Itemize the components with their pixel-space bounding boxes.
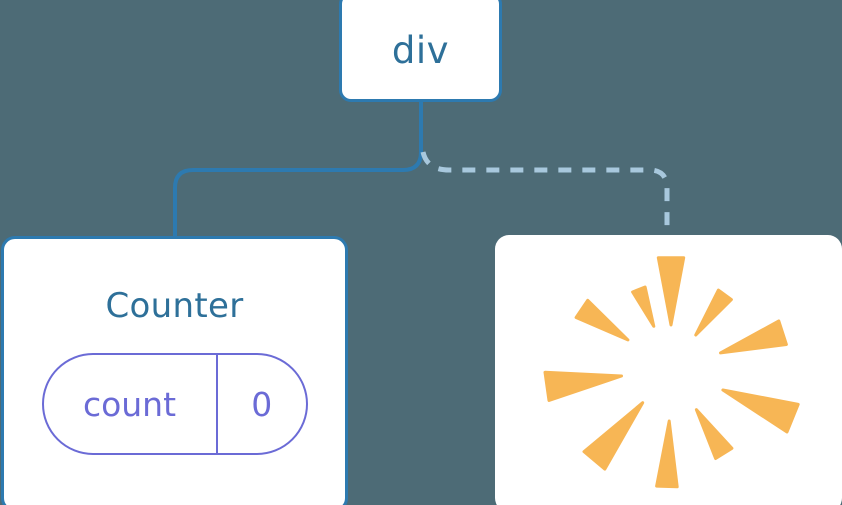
state-key: count bbox=[82, 384, 177, 424]
burst-ray-5 bbox=[694, 408, 734, 460]
node-burst[interactable] bbox=[495, 235, 842, 505]
burst-ray-2 bbox=[694, 288, 733, 337]
burst-ray-3 bbox=[719, 319, 788, 355]
edge-div-to-counter bbox=[173, 98, 423, 240]
burst-ray-1 bbox=[656, 256, 686, 327]
node-counter[interactable]: Counter count 0 bbox=[1, 236, 348, 505]
state-pill-count[interactable]: count 0 bbox=[41, 353, 308, 455]
burst-ray-10 bbox=[631, 285, 656, 328]
state-pill-divider bbox=[215, 355, 218, 453]
burst-ray-8 bbox=[543, 370, 623, 402]
node-div[interactable]: div bbox=[339, 0, 502, 102]
state-value: 0 bbox=[251, 384, 273, 424]
burst-ray-9 bbox=[574, 298, 630, 342]
burst-ray-6 bbox=[655, 419, 679, 489]
burst-ray-4 bbox=[721, 388, 800, 434]
edge-div-to-burst bbox=[420, 151, 670, 237]
node-counter-label: Counter bbox=[105, 286, 244, 326]
node-div-label: div bbox=[391, 28, 450, 72]
sparkle-burst-icon bbox=[543, 256, 800, 489]
burst-ray-7 bbox=[582, 401, 645, 471]
